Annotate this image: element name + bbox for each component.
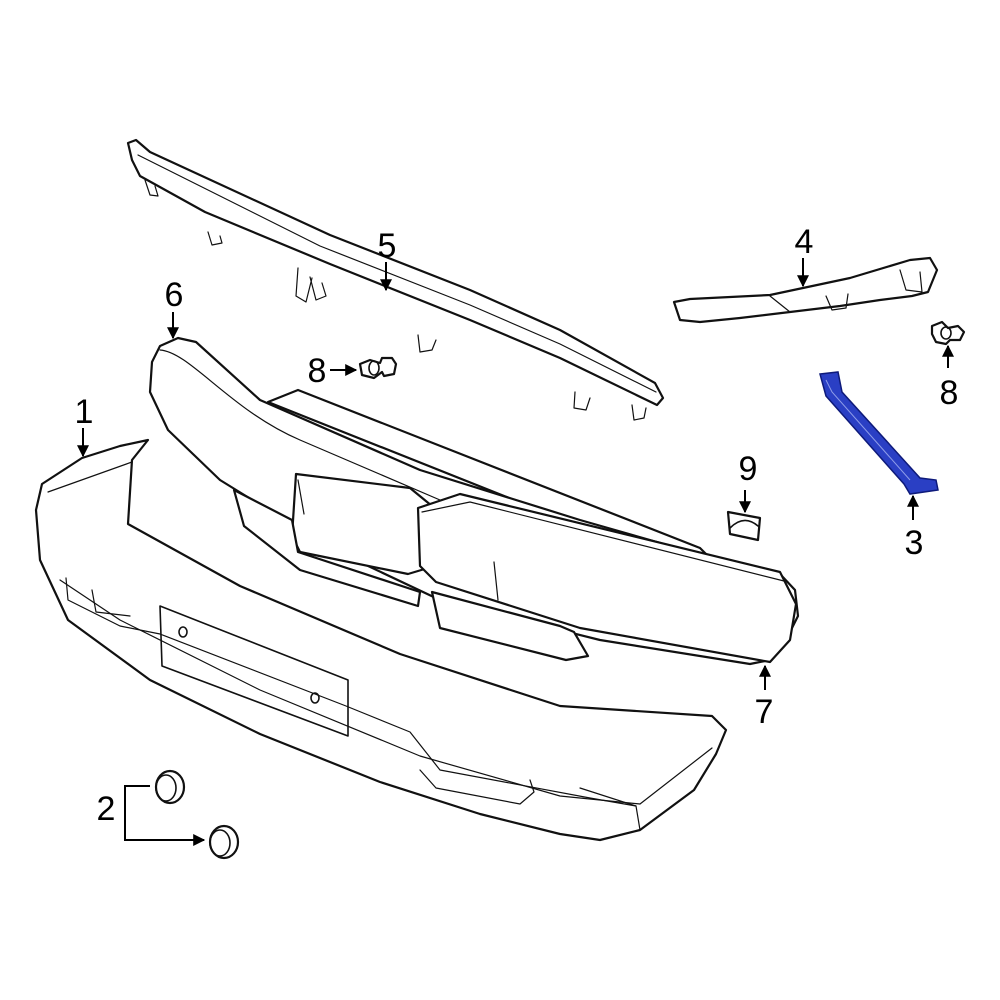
part-4-side-retainer[interactable] (672, 256, 939, 324)
callout-7: 7 (755, 693, 774, 731)
part-1-bumper-cover[interactable] (34, 438, 728, 842)
part-9-insert[interactable] (726, 510, 762, 542)
callout-3: 3 (905, 524, 924, 562)
callout-8a: 8 (308, 352, 327, 390)
callout-8b: 8 (940, 374, 959, 412)
part-2-clip-upper[interactable] (154, 769, 186, 805)
leader-2 (124, 785, 204, 840)
part-5-retainer-strip[interactable] (126, 138, 665, 421)
callout-1: 1 (75, 393, 94, 431)
callout-9: 9 (739, 450, 758, 488)
part-6-7-impact-bar[interactable] (148, 336, 800, 666)
callout-6: 6 (165, 276, 184, 314)
callout-2: 2 (97, 790, 116, 828)
part-8-push-pin-left[interactable] (358, 356, 398, 380)
part-3-bracket-highlighted[interactable] (819, 371, 939, 495)
part-2-clip-lower[interactable] (208, 824, 240, 860)
part-8-push-pin-right[interactable] (930, 320, 966, 346)
callout-4: 4 (795, 223, 814, 261)
callout-5: 5 (378, 227, 397, 265)
